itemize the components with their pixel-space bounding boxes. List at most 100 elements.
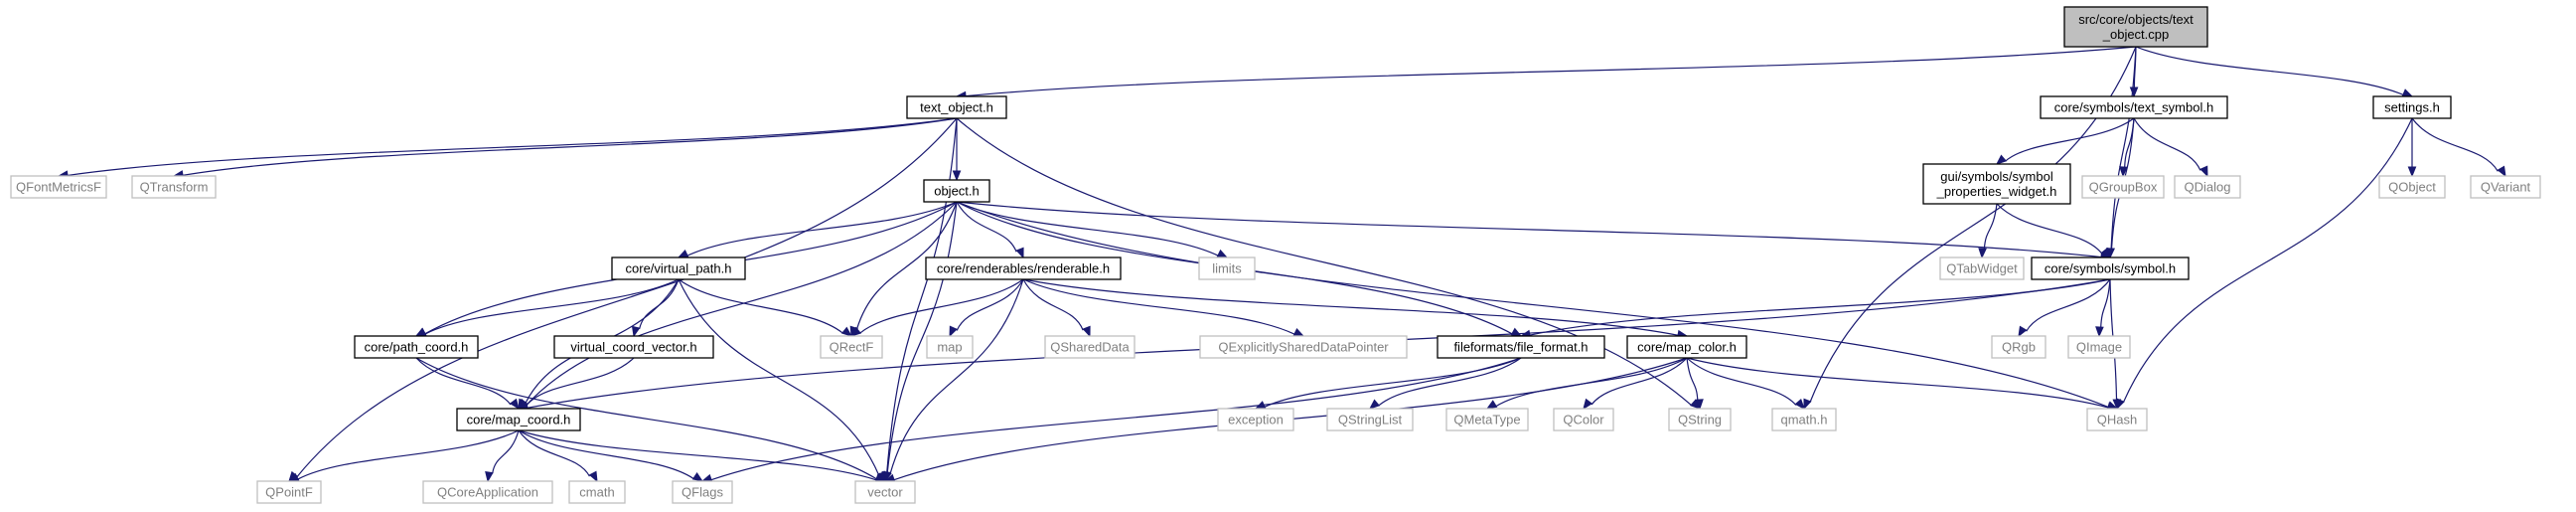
- node-path-coord-h[interactable]: core/path_coord.h: [354, 335, 479, 359]
- node-box[interactable]: [925, 256, 1122, 280]
- node-label: QExplicitlySharedDataPointer: [1218, 340, 1389, 355]
- edge-line: [855, 201, 958, 330]
- node-label: exception: [1228, 413, 1284, 427]
- node-label: QStringList: [1338, 413, 1403, 427]
- node-box: [1939, 256, 2025, 280]
- node-box[interactable]: [906, 95, 1007, 119]
- edge-virtual-path-h-to-qrectf: [678, 278, 853, 337]
- edge-line: [2110, 46, 2137, 250]
- edge-renderable-h-to-vector: [883, 278, 1024, 483]
- edge-arrowhead: [1803, 398, 1812, 411]
- node-file-format-h[interactable]: fileformats/file_format.h: [1437, 335, 1605, 359]
- edge-line: [2133, 117, 2201, 171]
- edge-line: [2122, 117, 2413, 403]
- node-vcv-h[interactable]: virtual_coord_vector.h: [553, 335, 714, 359]
- node-label: QString: [1678, 413, 1722, 427]
- node-box[interactable]: [2372, 95, 2452, 119]
- node-box[interactable]: [1437, 335, 1605, 359]
- node-label: core/map_color.h: [1637, 340, 1737, 355]
- node-box[interactable]: [611, 256, 746, 280]
- edge-object-h-to-renderable-h: [956, 201, 1024, 259]
- edge-object-h-to-limits: [956, 201, 1229, 258]
- node-map-color-h[interactable]: core/map_color.h: [1626, 335, 1747, 359]
- edge-arrowhead: [2407, 166, 2417, 178]
- node-limits: limits: [1198, 256, 1256, 280]
- node-label: QSharedData: [1050, 340, 1130, 355]
- edge-line: [956, 201, 1017, 253]
- node-label: QFontMetricsF: [16, 180, 101, 195]
- edge-text-object-h-to-qpointf: [288, 117, 958, 483]
- edge-arrowhead: [1082, 325, 1091, 338]
- node-object-h[interactable]: object.h: [923, 179, 990, 203]
- node-box: [568, 480, 626, 504]
- node-qcolor: QColor: [1553, 408, 1614, 431]
- node-box[interactable]: [2031, 256, 2190, 280]
- node-box: [854, 480, 916, 504]
- edge-line: [526, 357, 635, 406]
- node-qflags: QFlags: [672, 480, 733, 504]
- edge-arrowhead: [2129, 86, 2139, 98]
- edge-line: [956, 201, 1219, 256]
- node-label: settings.h: [2384, 100, 2440, 115]
- node-box[interactable]: [2063, 6, 2208, 48]
- edge-line: [1022, 278, 1295, 335]
- node-map-coord-h[interactable]: core/map_coord.h: [456, 408, 581, 431]
- node-box[interactable]: [553, 335, 714, 359]
- node-text-symbol-h[interactable]: core/symbols/text_symbol.h: [2040, 95, 2228, 119]
- node-box: [820, 335, 883, 359]
- edge-virtual-path-h-to-vector: [678, 278, 886, 483]
- node-qgroupbox: QGroupBox: [2081, 175, 2165, 199]
- edge-arrowhead: [1995, 154, 2008, 165]
- edge-arrowhead: [1485, 400, 1498, 410]
- edge-line: [965, 46, 2137, 97]
- edge-line: [1686, 357, 1699, 401]
- node-qvariant: QVariant: [2470, 175, 2541, 199]
- edge-line: [296, 117, 958, 478]
- node-sym-props-widget[interactable]: gui/symbols/symbol_properties_widget.h: [1922, 163, 2071, 205]
- edge-line: [678, 278, 843, 334]
- edge-vcv-h-to-map-coord-h: [518, 357, 635, 411]
- edge-arrowhead: [2497, 165, 2506, 178]
- node-settings-h[interactable]: settings.h: [2372, 95, 2452, 119]
- node-root[interactable]: src/core/objects/text_object.cpp: [2063, 6, 2208, 48]
- edge-map-color-h-to-qhash: [1686, 357, 2119, 411]
- node-qshareddata: QSharedData: [1044, 335, 1136, 359]
- node-qcoreapplication: QCoreApplication: [422, 480, 553, 504]
- edge-line: [956, 201, 2102, 258]
- edge-arrowhead: [1695, 399, 1704, 411]
- node-box[interactable]: [923, 179, 990, 203]
- edge-root-to-settings-h: [2135, 46, 2414, 97]
- edge-line: [886, 201, 958, 473]
- edge-settings-h-to-qvariant: [2411, 117, 2506, 178]
- node-box[interactable]: [2040, 95, 2228, 119]
- edge-line: [1996, 203, 2103, 255]
- edge-line: [1022, 278, 1679, 336]
- node-virtual-path-h[interactable]: core/virtual_path.h: [611, 256, 746, 280]
- node-box[interactable]: [456, 408, 581, 431]
- edge-line: [518, 429, 694, 480]
- edge-map-color-h-to-qstring: [1686, 357, 1704, 411]
- node-box[interactable]: [1922, 163, 2071, 205]
- edge-text-object-h-to-object-h: [952, 118, 962, 182]
- node-renderable-h[interactable]: core/renderables/renderable.h: [925, 256, 1122, 280]
- edge-line: [67, 117, 958, 177]
- node-box[interactable]: [1626, 335, 1747, 359]
- edge-arrowhead: [1510, 327, 1523, 337]
- node-label: QRectF: [830, 340, 874, 355]
- edge-line: [526, 201, 958, 406]
- edge-sym-props-widget-to-symbol-h: [1996, 203, 2111, 259]
- edge-arrowhead: [1583, 398, 1593, 411]
- node-label: text_object.h: [920, 100, 993, 115]
- edge-object-h-to-qhash: [956, 201, 2119, 410]
- edge-line: [710, 357, 1522, 481]
- edge-line: [686, 201, 958, 256]
- node-box: [2086, 408, 2148, 431]
- edge-arrowhead: [631, 325, 641, 338]
- edge-line: [1529, 278, 2111, 336]
- node-symbol-h[interactable]: core/symbols/symbol.h: [2031, 256, 2190, 280]
- node-text-object-h[interactable]: text_object.h: [906, 95, 1007, 119]
- node-box[interactable]: [354, 335, 479, 359]
- edge-arrowhead: [2401, 88, 2414, 97]
- edge-line: [182, 117, 958, 176]
